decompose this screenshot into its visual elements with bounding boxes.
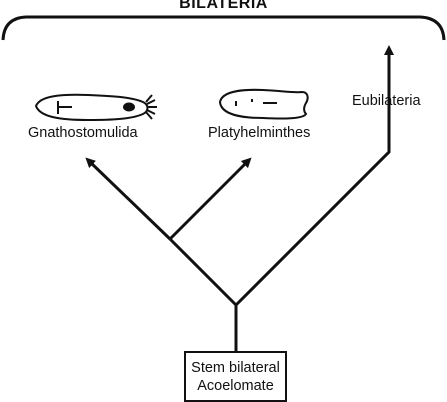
- taxon-label-gnathostomulida: Gnathostomulida: [28, 125, 138, 141]
- gnathostomulid-worm-icon: [34, 93, 157, 122]
- internal-branch: [168, 237, 238, 307]
- eubilateria-branch: [234, 45, 394, 307]
- clade-title: BILATERIA: [179, 0, 268, 12]
- gnathostomulida-branch: [85, 157, 172, 241]
- stem-ancestor-box: Stem bilateral Acoelomate: [184, 351, 287, 402]
- stem-ancestor-line1: Stem bilateral: [191, 360, 280, 376]
- taxon-label-platyhelminthes: Platyhelminthes: [208, 125, 311, 141]
- platyhelminth-worm-icon: [218, 88, 309, 120]
- bilateria-bracket: [1, 15, 446, 41]
- platyhelminthes-branch: [168, 157, 252, 241]
- stem-ancestor-line2: Acoelomate: [197, 378, 274, 394]
- taxon-label-eubilateria: Eubilateria: [352, 93, 421, 109]
